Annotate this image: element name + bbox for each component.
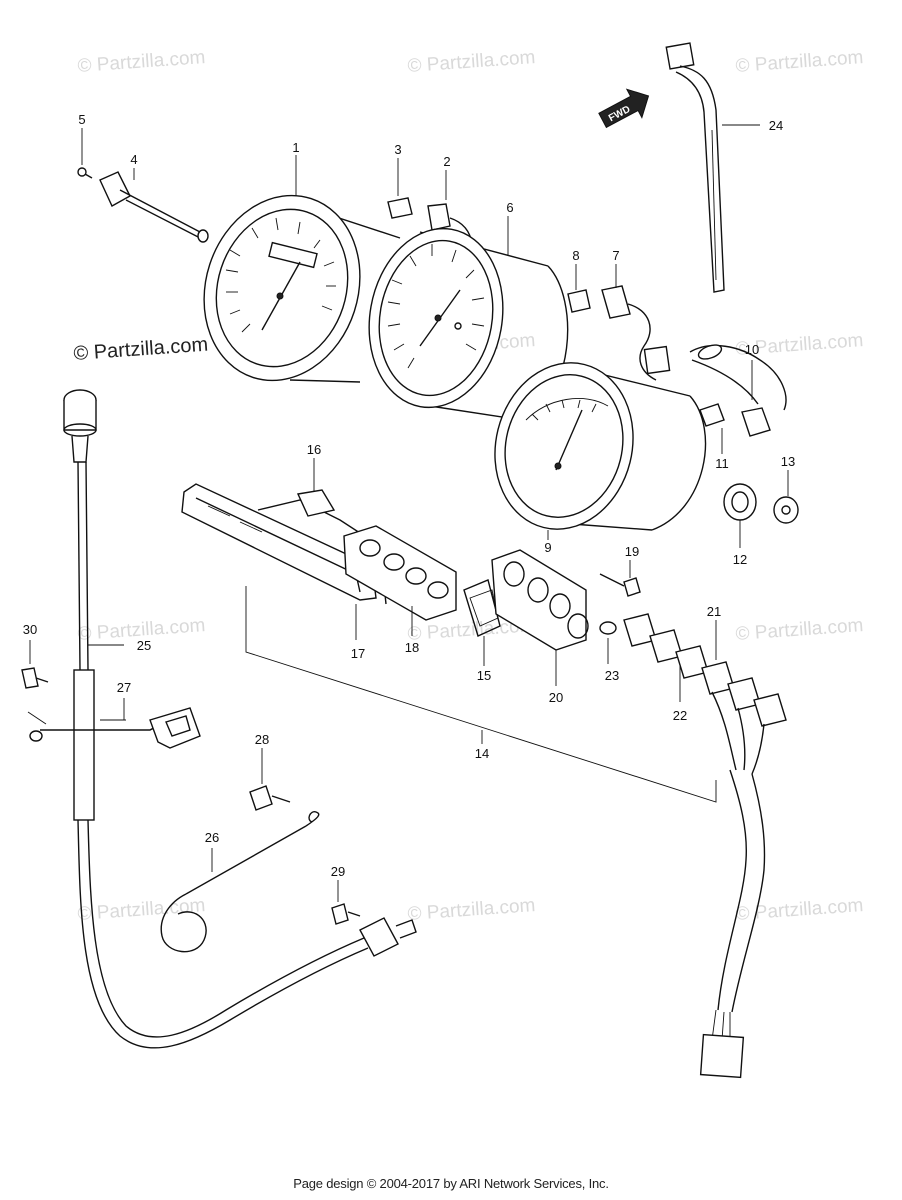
callout-22: 22 <box>673 708 687 723</box>
callout-27: 27 <box>117 680 131 695</box>
part-15-gasket <box>463 579 501 666</box>
part-9-gauge <box>494 362 707 540</box>
part-30-bolt <box>21 640 49 742</box>
part-4-5 <box>77 128 209 243</box>
watermark: © Partzilla.com <box>77 895 206 925</box>
part-26-wire <box>160 811 320 953</box>
part-18-housing <box>343 525 457 636</box>
callout-9: 9 <box>544 540 551 555</box>
callout-16: 16 <box>307 442 321 457</box>
callout-17: 17 <box>351 646 365 661</box>
watermark: © Partzilla.com <box>735 615 864 645</box>
watermark: © Partzilla.com <box>407 895 536 925</box>
callout-3: 3 <box>394 142 401 157</box>
fwd-arrow-icon: FWD <box>598 88 650 129</box>
callout-15: 15 <box>477 668 491 683</box>
callout-23: 23 <box>605 668 619 683</box>
watermark-highlight: © Partzilla.com <box>73 334 209 365</box>
callout-29: 29 <box>331 864 345 879</box>
part-7-8-socket <box>567 264 671 381</box>
callout-12: 12 <box>733 552 747 567</box>
callout-13: 13 <box>781 454 795 469</box>
part-2-3-bulbs <box>387 158 473 245</box>
callout-19: 19 <box>625 544 639 559</box>
callout-18: 18 <box>405 640 419 655</box>
callout-6: 6 <box>506 200 513 215</box>
watermark: © Partzilla.com <box>407 47 536 77</box>
part-16-17-indicator-panel <box>181 458 387 640</box>
callout-20: 20 <box>549 690 563 705</box>
callout-21: 21 <box>707 604 721 619</box>
part-6-tachometer <box>368 216 569 421</box>
callout-14: 14 <box>475 746 489 761</box>
part-27-bracket <box>40 698 201 749</box>
callout-10: 10 <box>745 342 759 357</box>
part-21-22-23-harness <box>599 613 787 1079</box>
callout-5: 5 <box>78 112 85 127</box>
part-14-assembly-bracket <box>245 586 717 803</box>
callout-24: 24 <box>769 118 783 133</box>
part-28-bolt <box>249 748 291 811</box>
part-10-11-connectors <box>689 344 787 454</box>
part-12-13-grommet-nut <box>723 470 799 548</box>
callout-7: 7 <box>612 248 619 263</box>
part-29-screw <box>331 880 361 925</box>
part-1-speedometer <box>203 155 401 383</box>
part-24-band <box>665 42 760 293</box>
callout-25: 25 <box>137 638 151 653</box>
part-25-cable <box>63 389 417 1049</box>
callout-11: 11 <box>715 456 729 471</box>
callout-2: 2 <box>443 154 450 169</box>
callout-1: 1 <box>292 140 299 155</box>
callout-30: 30 <box>23 622 37 637</box>
watermark: © Partzilla.com <box>735 47 864 77</box>
page-footer: Page design © 2004-2017 by ARI Network S… <box>293 1176 609 1191</box>
watermark: © Partzilla.com <box>77 47 206 77</box>
callout-28: 28 <box>255 732 269 747</box>
parts-diagram: © Partzilla.com © Partzilla.com © Partzi… <box>21 42 864 1079</box>
callout-4: 4 <box>130 152 137 167</box>
callout-labels: 1 2 3 4 5 6 7 8 9 10 11 12 13 14 15 16 1… <box>23 112 795 879</box>
callout-26: 26 <box>205 830 219 845</box>
callout-8: 8 <box>572 248 579 263</box>
part-19-screw <box>599 560 641 597</box>
part-20-socket-plate <box>491 549 589 686</box>
